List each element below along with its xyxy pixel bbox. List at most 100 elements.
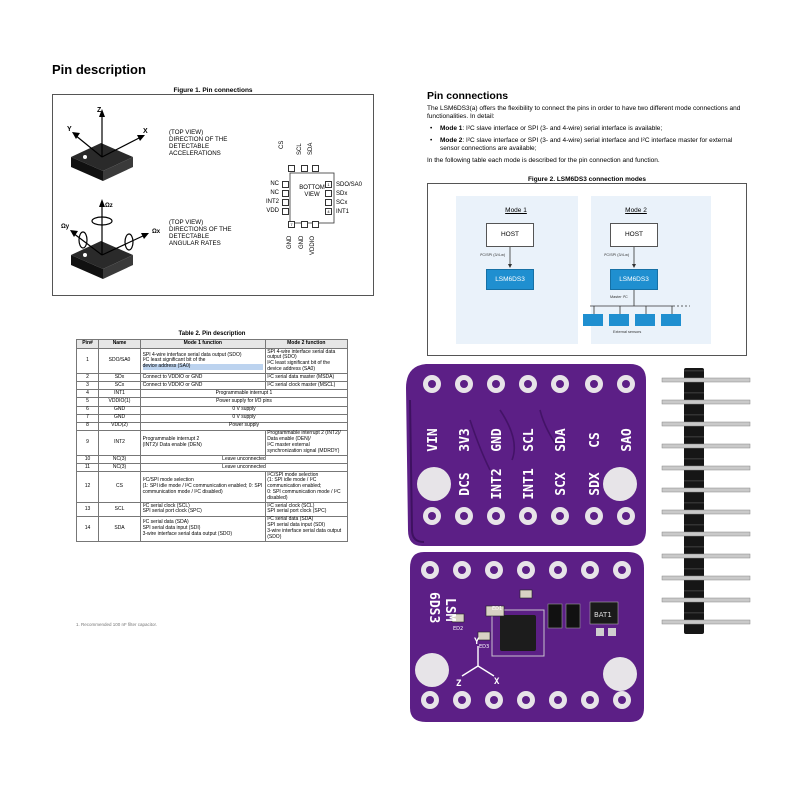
header-divider — [684, 502, 704, 504]
pad-left-2 — [282, 190, 289, 197]
mode2-chip: LSM6DS3 — [610, 269, 658, 290]
pad-hole — [458, 696, 466, 704]
mode2-function-cell: I²C/SPI mode selection(1: SPI idle mode … — [264, 471, 349, 503]
pin-nc-2-label: NC — [270, 190, 279, 196]
pad-bottom-3 — [312, 221, 319, 228]
pad-hole — [522, 566, 530, 574]
outro-paragraph: In the following table each mode is desc… — [427, 157, 660, 164]
bullet-mode1: Mode 1: I²C slave interface or SPI (3- a… — [430, 125, 748, 133]
mode2-function-cell: Programmable interrupt 2 (INT2)/ Data en… — [264, 429, 349, 456]
pad-hole — [426, 696, 434, 704]
board-pin-label: INT1 — [522, 468, 537, 499]
pad-right-2 — [325, 190, 332, 197]
board-pin-label: SDX — [588, 472, 603, 496]
axis-x-label: X — [143, 128, 148, 135]
pad-hole — [426, 566, 434, 574]
pad-hole — [618, 566, 626, 574]
pad-hole — [524, 512, 532, 520]
omega-y-label: Ωy — [61, 224, 70, 230]
pad-hole — [586, 566, 594, 574]
header-pin — [661, 619, 751, 625]
mode2-link-label: I²C/SPI (3/4-w) — [604, 253, 630, 257]
pin-description-table: Pin# Name Mode 1 function Mode 2 functio… — [76, 339, 349, 542]
header-pin-strip — [661, 368, 751, 634]
header-pin — [661, 531, 751, 537]
silk-ed3: ED3 — [479, 644, 489, 650]
header-divider — [684, 524, 704, 526]
external-sensor-2 — [609, 314, 629, 326]
pad-hole — [590, 380, 598, 388]
table-title: Table 2. Pin description — [178, 331, 246, 337]
silk-bat1: BAT1 — [594, 611, 612, 619]
header-divider — [684, 480, 704, 482]
header-pin — [661, 421, 751, 427]
intro-paragraph: The LSM6DS3(a) offers the flexibility to… — [427, 105, 741, 121]
omega-x-label: Ωx — [152, 229, 161, 235]
bullet-mode2: Mode 2: I²C slave interface or SPI (3- a… — [430, 137, 748, 153]
pad-hole — [524, 380, 532, 388]
pin-nc-1-label: NC — [270, 181, 279, 187]
table-header-row: Pin# Name Mode 1 function Mode 2 functio… — [76, 339, 349, 349]
top-pads — [423, 375, 635, 393]
figure2-connectors — [508, 247, 690, 314]
board-pin-label: 3V3 — [458, 428, 473, 451]
imu-chip — [500, 615, 536, 651]
axis-y-silk: Y — [474, 637, 480, 647]
figure2-box: Mode 1 HOST I²C/SPI (3/4-w) LSM6DS3 Mode… — [427, 183, 747, 356]
silk-6ds3: 6DS3 — [426, 592, 441, 623]
bottom-board-pads — [421, 561, 631, 709]
external-sensor-4 — [661, 314, 681, 326]
pin-name-cell: CS — [98, 471, 141, 503]
header-pin — [661, 575, 751, 581]
header-divider — [684, 436, 704, 438]
header-divider — [684, 370, 704, 372]
mode2-master-label: Master I²C — [610, 295, 628, 299]
mode2-function-cell: SPI 4-wire interface serial data output … — [264, 347, 349, 375]
pad-left-1 — [282, 181, 289, 188]
axis-y-label: Y — [67, 126, 72, 133]
axis-z-label: Z — [97, 107, 102, 114]
pad-bottom-2 — [301, 221, 308, 228]
header-divider — [684, 546, 704, 548]
pad-hole — [618, 696, 626, 704]
pad-hole — [622, 512, 630, 520]
omega-z-label: Ωz — [105, 203, 113, 209]
mode2-title: Mode 2 — [625, 207, 647, 214]
external-sensors-label: External sensors — [613, 330, 642, 334]
board-pin-label: CS — [588, 432, 603, 448]
header-plastic — [684, 368, 704, 634]
pad-hole — [428, 380, 436, 388]
mode2-function-cell: I²C serial data (SDA)SPI serial data inp… — [264, 515, 349, 542]
board-pin-label: SDA — [554, 428, 569, 452]
board-pin-label: DCS — [458, 472, 473, 496]
mode1-function-cell: I²C/SPI mode selection(1: SPI idle mode … — [140, 471, 266, 503]
pad-hole — [492, 512, 500, 520]
board-pin-label: SCX — [554, 472, 569, 496]
pad-hole — [460, 512, 468, 520]
board-pin-label: VIN — [426, 428, 441, 452]
pin-scx-label: SCx — [336, 200, 348, 206]
header-divider — [684, 458, 704, 460]
top-pads-bottom — [423, 507, 635, 525]
header-pin — [661, 465, 751, 471]
header-divider — [684, 568, 704, 570]
mode1-function-cell: Programmable interrupt 2(INT2)/ Data ena… — [140, 429, 266, 456]
pad-hole — [522, 696, 530, 704]
mode1-title: Mode 1 — [505, 207, 527, 214]
board-bottom: Y X Z LSM 6DS3 ED1 ED2 ED3 BAT1 — [410, 552, 644, 722]
mode1-link-label: I²C/SPI (3/4-w) — [480, 253, 506, 257]
silk-lsm: LSM — [442, 598, 457, 622]
axis-x-silk: X — [494, 677, 500, 687]
page-heading: Pin description — [52, 62, 146, 77]
pad-left-4 — [282, 208, 289, 215]
header-pin — [661, 399, 751, 405]
pad-hole — [622, 380, 630, 388]
